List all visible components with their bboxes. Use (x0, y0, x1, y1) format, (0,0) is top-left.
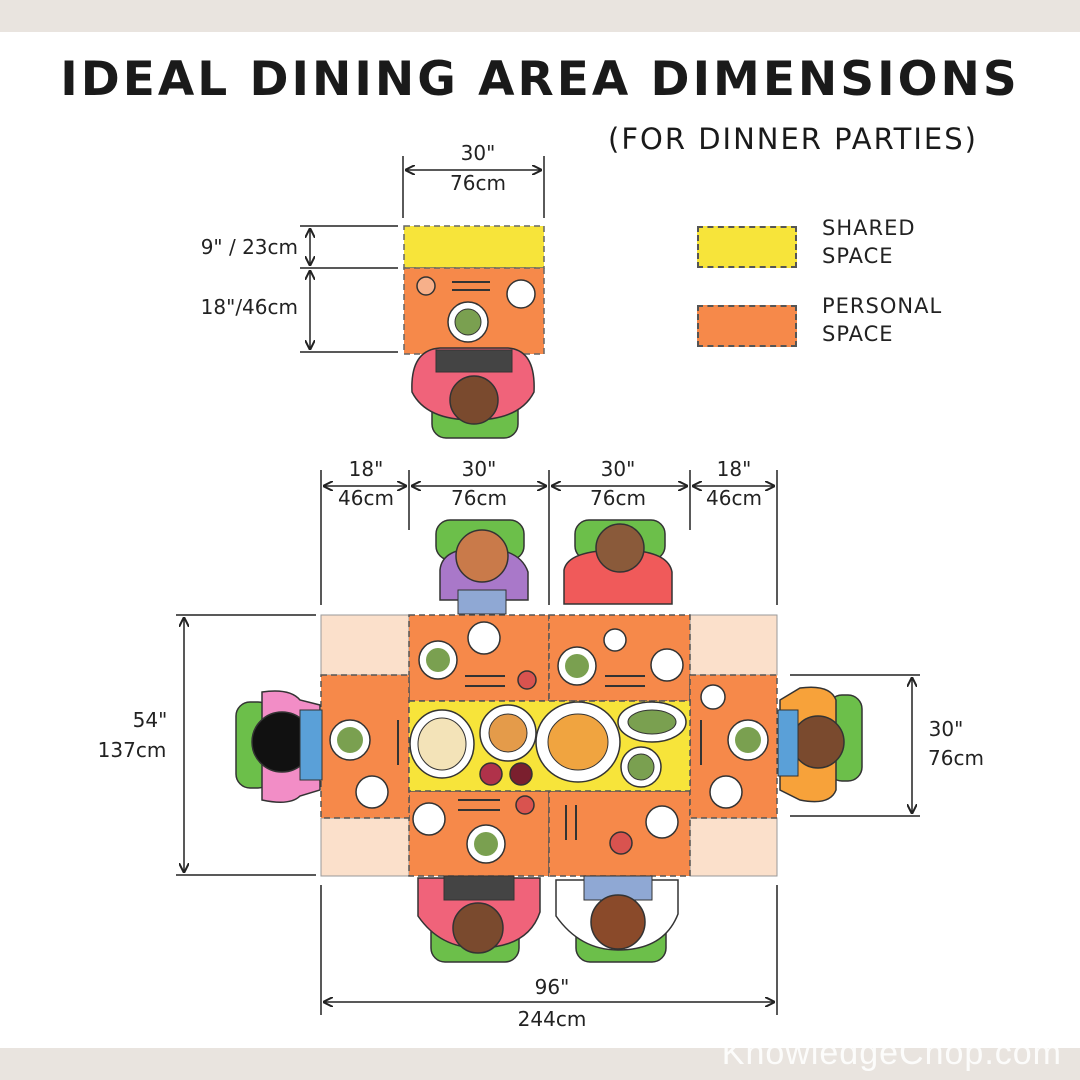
diner-head-icon (449, 375, 499, 425)
length-cm: 244cm (518, 1007, 587, 1031)
legend-shared-line2: SPACE (822, 244, 894, 268)
side-cm: 76cm (928, 746, 984, 770)
cup-icon (515, 795, 535, 815)
single-shared-zone (403, 225, 545, 269)
side-plate-icon (645, 805, 679, 839)
table-dimensions: 18" 46cm 30" 76cm 30" 76cm 18" 46cm 54" … (98, 457, 984, 1031)
sauce-bowl-icon (479, 762, 503, 786)
cup-icon (603, 628, 627, 652)
diner-head-icon (590, 894, 646, 950)
side-plate-icon (355, 775, 389, 809)
side-in: 30" (929, 717, 964, 741)
cup-icon (517, 670, 537, 690)
table-corner-top-right (689, 614, 778, 676)
col2-in: 30" (462, 457, 497, 481)
legend-shared-line1: SHARED (822, 216, 916, 240)
col4-cm: 46cm (706, 486, 762, 510)
diner-shoulders-icon (457, 589, 507, 615)
col3-in: 30" (601, 457, 636, 481)
diner-head-icon (455, 529, 509, 583)
salad-icon (627, 753, 655, 781)
cup-icon (416, 276, 436, 296)
sauce-bowl-icon (509, 762, 533, 786)
diner-shoulders-icon (299, 709, 323, 781)
legend-personal-line1: PERSONAL (822, 294, 943, 318)
side-plate-icon (506, 279, 536, 309)
col3-cm: 76cm (590, 486, 646, 510)
food-icon (454, 308, 482, 336)
pie-food-icon (488, 713, 528, 753)
legend-personal-line2: SPACE (822, 322, 894, 346)
legend-personal-swatch (697, 305, 797, 347)
place-settings (329, 621, 769, 864)
turkey-icon (547, 713, 609, 771)
diners (235, 519, 863, 963)
legend-personal-label: PERSONAL SPACE (822, 292, 942, 348)
shared-depth-label: 9" / 23cm (201, 235, 298, 259)
vegetables-icon (627, 709, 677, 735)
diner-shoulders-icon (777, 709, 799, 777)
table-corner-top-left (320, 614, 410, 676)
casserole-food-icon (417, 717, 467, 771)
single-place-setting: 30" 76cm 9" / 23cm 18"/46cm (201, 141, 545, 439)
cup-icon (609, 831, 633, 855)
legend-shared-swatch (697, 226, 797, 268)
col1-in: 18" (349, 457, 384, 481)
col2-cm: 76cm (451, 486, 507, 510)
table-corner-bottom-right (689, 817, 778, 877)
watermark-text: KnowledgeChop.com (721, 1034, 1062, 1072)
food-icon (426, 648, 450, 672)
diner-head-icon (452, 902, 504, 954)
single-width-cm: 76cm (450, 171, 506, 195)
side-plate-icon (709, 775, 743, 809)
diner-head-icon (791, 715, 845, 769)
personal-depth-label: 18"/46cm (201, 295, 298, 319)
food-icon (474, 832, 498, 856)
col1-cm: 46cm (338, 486, 394, 510)
single-width-in: 30" (461, 141, 496, 165)
diner-shoulders-icon (443, 875, 515, 901)
page-subtitle: (FOR DINNER PARTIES) (608, 122, 978, 156)
diner-head-icon (595, 523, 645, 573)
col4-in: 18" (717, 457, 752, 481)
cup-icon (700, 684, 726, 710)
dining-table (320, 614, 778, 877)
depth-in: 54" (133, 708, 168, 732)
length-in: 96" (535, 975, 570, 999)
food-icon (735, 727, 761, 753)
plate-icon (467, 621, 501, 655)
diner-shoulders-icon (435, 349, 513, 373)
food-icon (337, 727, 363, 753)
side-plate-icon (412, 802, 446, 836)
depth-cm: 137cm (98, 738, 167, 762)
food-icon (565, 654, 589, 678)
table-corner-bottom-left (320, 817, 410, 877)
side-plate-icon (650, 648, 684, 682)
legend-shared-label: SHARED SPACE (822, 214, 916, 270)
page-title: IDEAL DINING AREA DIMENSIONS (60, 52, 1020, 107)
